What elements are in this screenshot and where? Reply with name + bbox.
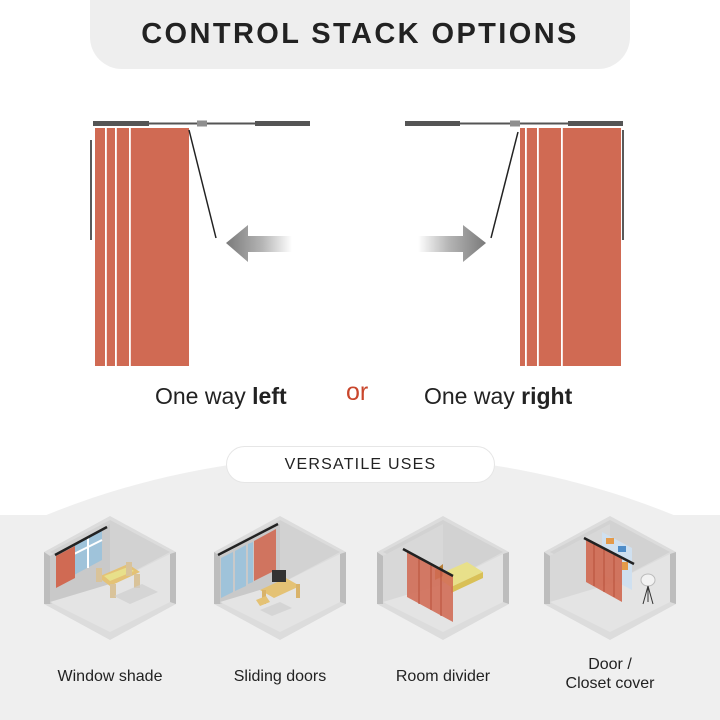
arrow-left-icon	[226, 225, 292, 262]
use-label: Sliding doors	[233, 668, 327, 685]
curtain-panels	[95, 128, 189, 366]
use-item-room-divider: Room divider	[363, 512, 523, 712]
track-rail	[93, 120, 310, 127]
versatile-uses-badge: VERSATILE USES	[226, 446, 495, 483]
cord	[490, 131, 519, 239]
page-title: CONTROL STACK OPTIONS	[141, 18, 579, 50]
use-item-window-shade: Window shade	[30, 512, 190, 712]
window-shade-room-icon	[44, 516, 176, 640]
arrow-right-icon	[418, 225, 486, 262]
cord	[188, 129, 217, 239]
title-banner: CONTROL STACK OPTIONS	[90, 0, 630, 69]
closet-cover-room-icon	[544, 516, 676, 640]
sliding-doors-room-icon	[214, 516, 346, 640]
separator-or: or	[346, 378, 369, 406]
caption-left: One way left	[155, 383, 287, 410]
use-item-closet-cover: Door / Closet cover	[530, 512, 690, 712]
caption-right-prefix: One way	[424, 383, 522, 409]
curtain-panels	[520, 128, 621, 366]
caption-left-prefix: One way	[155, 383, 253, 409]
use-label: Window shade	[57, 668, 163, 685]
use-label: Room divider	[395, 668, 491, 685]
caption-right-emphasis: right	[521, 383, 573, 409]
use-item-sliding-doors: Sliding doors	[200, 512, 360, 712]
stack-left-diagram	[85, 110, 325, 370]
room-divider-room-icon	[377, 516, 509, 640]
section-title: VERSATILE USES	[284, 455, 437, 473]
caption-right: One way right	[424, 383, 572, 410]
use-label-line1: Door /	[588, 656, 632, 673]
track-rail	[405, 120, 623, 127]
stack-right-diagram	[400, 110, 640, 370]
caption-left-emphasis: left	[252, 383, 287, 409]
use-label-line2: Closet cover	[565, 675, 655, 692]
